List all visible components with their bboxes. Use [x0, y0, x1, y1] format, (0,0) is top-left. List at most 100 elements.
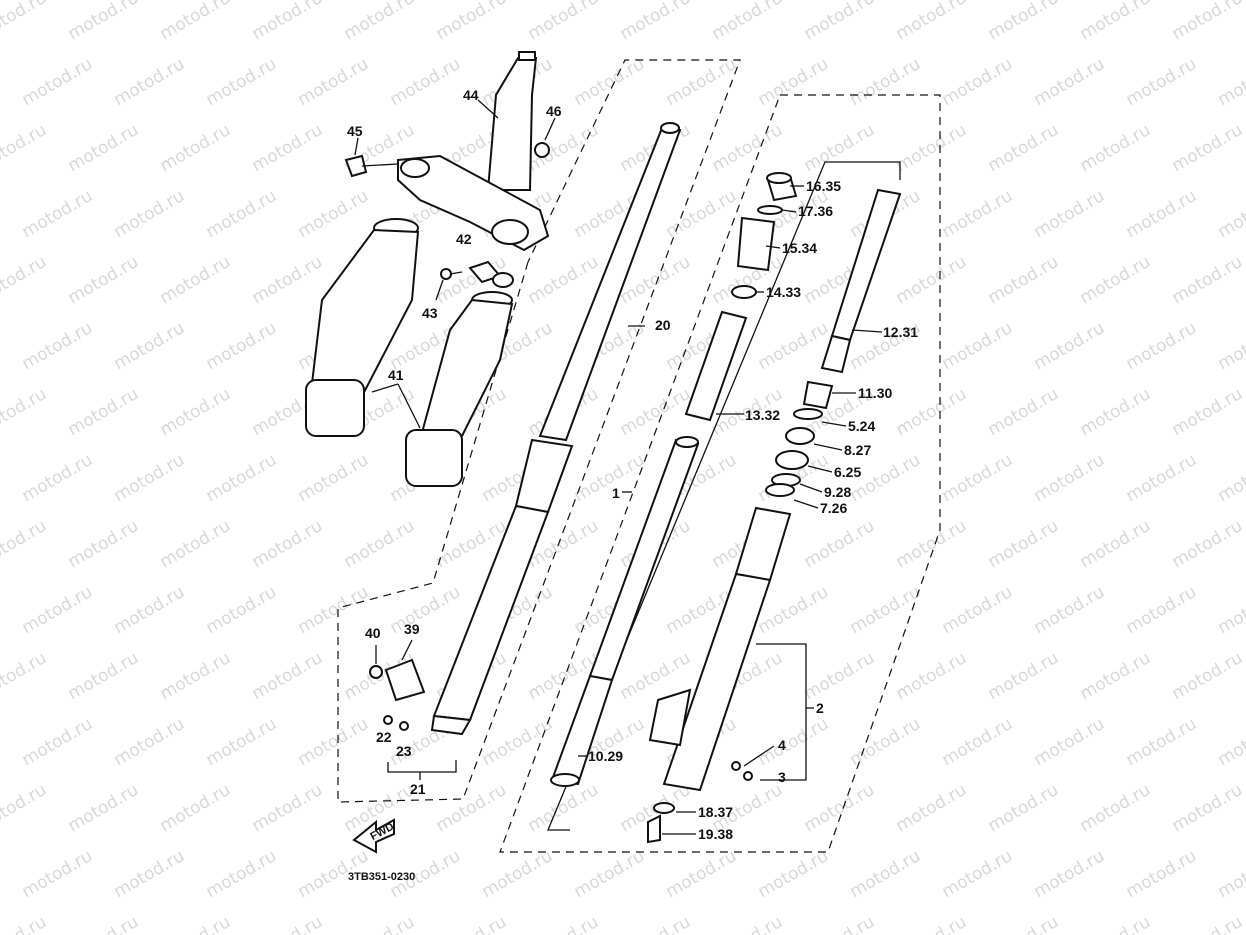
- watermark-text: motod.ru: [0, 648, 50, 704]
- leader-7: [793, 499, 819, 509]
- fwd-arrow-icon: [352, 818, 395, 854]
- watermark-text: motod.ru: [19, 582, 97, 638]
- watermark-text: motod.ru: [525, 912, 603, 935]
- watermark-text: motod.ru: [433, 780, 511, 836]
- callout-45: 45: [347, 123, 363, 139]
- callout-20: 20: [655, 317, 671, 333]
- watermark-text: motod.ru: [0, 780, 50, 836]
- spring-seat: [731, 285, 757, 299]
- watermark-text: motod.ru: [19, 186, 97, 242]
- watermark-text: motod.ru: [1169, 0, 1246, 44]
- callout-2: 2: [816, 700, 824, 716]
- callout-6: 6.25: [834, 464, 861, 480]
- callout-8: 8.27: [844, 442, 871, 458]
- watermark-text: motod.ru: [1031, 318, 1109, 374]
- watermark-text: motod.ru: [709, 912, 787, 935]
- o-ring: [757, 205, 783, 215]
- watermark-text: motod.ru: [939, 450, 1017, 506]
- watermark-text: motod.ru: [1123, 846, 1201, 902]
- watermark-text: motod.ru: [939, 54, 1017, 110]
- watermark-text: motod.ru: [249, 648, 327, 704]
- watermark-text: motod.ru: [709, 120, 787, 176]
- leader-46: [544, 117, 556, 141]
- fork-boot-right: [405, 291, 514, 487]
- watermark-text: motod.ru: [1077, 252, 1155, 308]
- watermark-text: motod.ru: [111, 318, 189, 374]
- callout-7: 7.26: [820, 500, 847, 516]
- watermark-text: motod.ru: [939, 582, 1017, 638]
- callout-23: 23: [396, 743, 412, 759]
- callout-43: 43: [422, 305, 438, 321]
- callout-15: 15.34: [782, 240, 817, 256]
- watermark-text: motod.ru: [617, 912, 695, 935]
- callout-11: 11.30: [858, 385, 892, 401]
- watermark-text: motod.ru: [525, 0, 603, 44]
- callout-4: 4: [778, 737, 786, 753]
- watermark-text: motod.ru: [617, 0, 695, 44]
- tapered-spindle: [802, 380, 834, 410]
- watermark-text: motod.ru: [65, 780, 143, 836]
- watermark-text: motod.ru: [341, 516, 419, 572]
- watermark-text: motod.ru: [1215, 450, 1246, 506]
- leader-15: [765, 245, 781, 249]
- watermark-text: motod.ru: [249, 912, 327, 935]
- fork-boot-left: [305, 218, 420, 437]
- watermark-text: motod.ru: [1215, 318, 1246, 374]
- watermark-text: motod.ru: [1031, 846, 1109, 902]
- watermark-text: motod.ru: [893, 780, 971, 836]
- watermark-text: motod.ru: [1031, 186, 1109, 242]
- watermark-text: motod.ru: [111, 186, 189, 242]
- watermark-text: motod.ru: [203, 186, 281, 242]
- watermark-text: motod.ru: [157, 912, 235, 935]
- watermark-text: motod.ru: [801, 0, 879, 44]
- watermark-text: motod.ru: [1123, 714, 1201, 770]
- callout-19: 19.38: [698, 826, 733, 842]
- watermark-text: motod.ru: [433, 0, 511, 44]
- leader-41: [371, 383, 399, 393]
- watermark-text: motod.ru: [847, 846, 925, 902]
- watermark-text: motod.ru: [1123, 186, 1201, 242]
- watermark-text: motod.ru: [341, 0, 419, 44]
- bolt-23: [399, 721, 409, 731]
- watermark-text: motod.ru: [1031, 450, 1109, 506]
- watermark-text: motod.ru: [65, 384, 143, 440]
- watermark-text: motod.ru: [19, 714, 97, 770]
- clamp-42: [468, 260, 514, 288]
- leader-12: [851, 329, 883, 333]
- callout-42: 42: [456, 231, 472, 247]
- watermark-text: motod.ru: [801, 912, 879, 935]
- watermark-text: motod.ru: [893, 0, 971, 44]
- watermark-text: motod.ru: [893, 516, 971, 572]
- leader-5: [821, 421, 847, 427]
- watermark-text: motod.ru: [111, 54, 189, 110]
- bracket-21: [387, 760, 457, 773]
- watermark-text: motod.ru: [65, 252, 143, 308]
- leader-44: [477, 99, 499, 119]
- group-outline-right: [499, 94, 941, 853]
- callout-10: 10.29: [588, 748, 623, 764]
- watermark-text: motod.ru: [1077, 912, 1155, 935]
- watermark-text: motod.ru: [111, 846, 189, 902]
- oil-seal: [775, 450, 809, 470]
- watermark-text: motod.ru: [65, 0, 143, 44]
- watermark-text: motod.ru: [157, 384, 235, 440]
- watermark-text: motod.ru: [1077, 384, 1155, 440]
- watermark-text: motod.ru: [1031, 582, 1109, 638]
- callout-22: 22: [376, 729, 392, 745]
- leader-9: [799, 483, 823, 493]
- watermark-text: motod.ru: [801, 120, 879, 176]
- watermark-text: motod.ru: [571, 54, 649, 110]
- watermark-text: motod.ru: [203, 714, 281, 770]
- watermark-text: motod.ru: [0, 120, 50, 176]
- leader-17: [781, 209, 797, 213]
- watermark-text: motod.ru: [1077, 648, 1155, 704]
- callout-5: 5.24: [848, 418, 875, 434]
- watermark-text: motod.ru: [893, 912, 971, 935]
- watermark-text: motod.ru: [663, 54, 741, 110]
- callout-41: 41: [388, 367, 404, 383]
- nut-40: [369, 665, 383, 679]
- watermark-text: motod.ru: [985, 120, 1063, 176]
- watermark-text: motod.ru: [1169, 120, 1246, 176]
- watermark-text: motod.ru: [0, 252, 50, 308]
